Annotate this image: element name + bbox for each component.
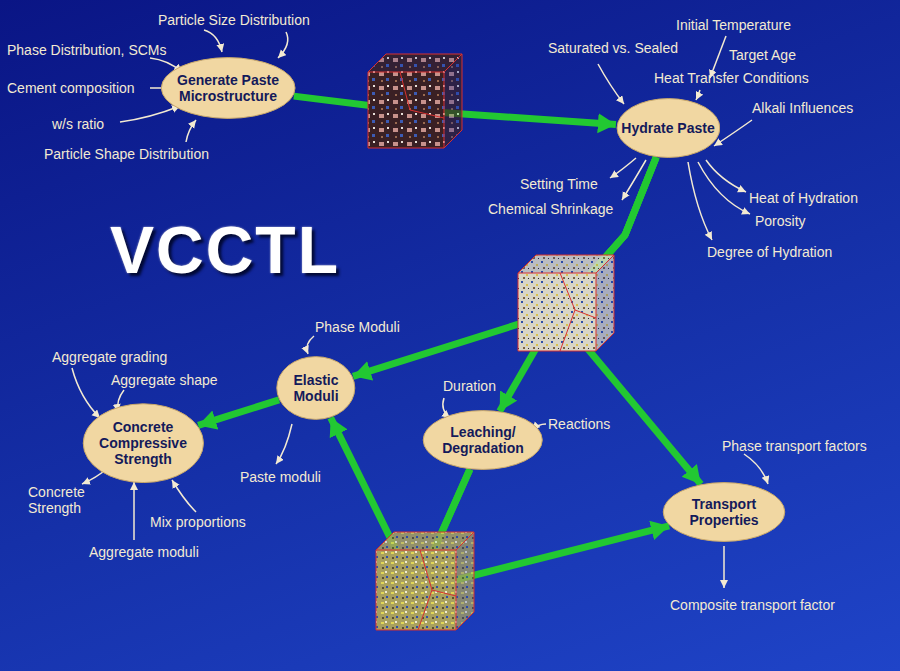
node-label: Hydrate Paste [621,120,714,136]
parameter-label: Phase transport factors [722,438,867,454]
parameter-label: Phase Moduli [315,319,400,335]
parameter-label: Particle Shape Distribution [44,146,209,162]
process-ellipse: Leaching/ Degradation [422,410,543,470]
diagram-title: VCCTL [110,212,340,288]
flow-arrow [500,157,657,411]
flow-arrow [353,157,656,376]
parameter-label: Saturated vs. Sealed [548,40,678,56]
parameter-label: Heat Transfer Conditions [654,70,809,86]
node-label: Leaching/ Degradation [435,424,531,456]
parameter-label: Mix proportions [150,514,246,530]
node-label: Concrete Compressive Strength [97,419,189,467]
flow-arrow [198,400,279,426]
process-ellipse: Concrete Compressive Strength [82,403,205,483]
microstructure-cube [376,532,474,630]
node-label: Generate Paste Microstructure [173,72,283,104]
parameter-label: Degree of Hydration [707,244,832,260]
parameter-label: Reactions [548,416,610,432]
parameter-label: Alkali Influences [752,100,853,116]
parameter-label: Target Age [729,47,796,63]
parameter-label: Composite transport factor [670,597,835,613]
parameter-label: Phase Distribution, SCMs [7,42,167,58]
parameter-label: Setting Time [520,176,598,192]
node-label: Transport Properties [681,496,767,528]
parameter-label: Duration [443,378,496,394]
process-ellipse: Elastic Moduli [276,356,356,420]
parameter-label: Heat of Hydration [749,190,858,206]
parameter-label: Aggregate moduli [89,544,199,560]
parameter-label: Aggregate grading [52,349,167,365]
parameter-label: Initial Temperature [676,17,791,33]
process-ellipse: Transport Properties [662,482,786,542]
microstructure-cube [368,54,462,148]
process-ellipse: Generate Paste Microstructure [160,57,296,119]
parameter-label: Chemical Shrinkage [488,201,613,217]
leader-arrows [72,30,768,588]
parameter-label: Aggregate shape [111,372,218,388]
parameter-label: Cement composition [7,80,135,96]
parameter-label: Porosity [755,213,806,229]
parameter-label: w/s ratio [52,116,104,132]
parameter-label: Particle Size Distribution [158,12,310,28]
process-ellipse: Hydrate Paste [616,98,721,158]
parameter-label: Paste moduli [240,469,321,485]
microstructure-cube [518,255,614,351]
parameter-label: Concrete Strength [28,484,98,516]
node-label: Elastic Moduli [285,372,347,404]
